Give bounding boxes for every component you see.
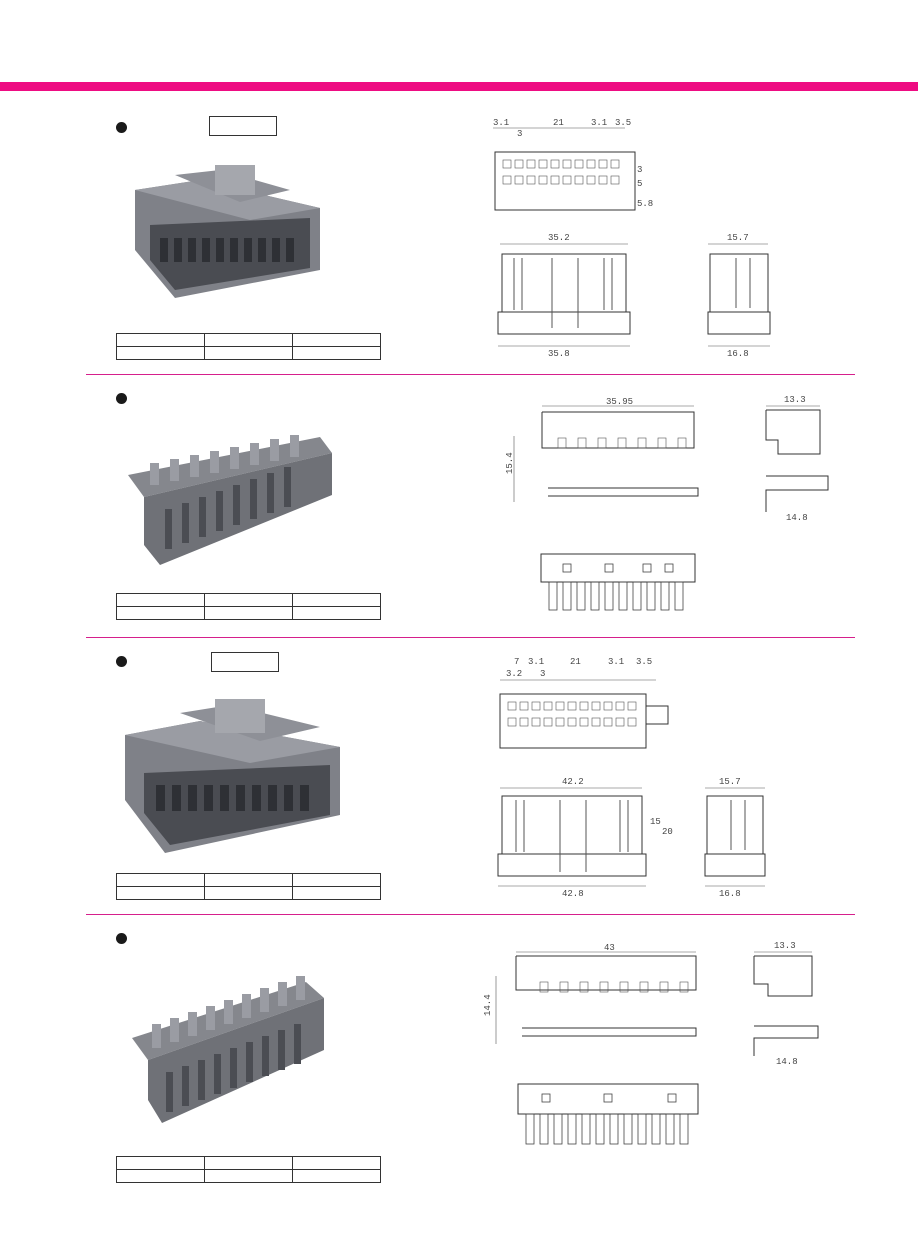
table-cell: [116, 1169, 205, 1183]
dimension-label: 13.3: [774, 941, 796, 951]
table-row: [116, 873, 381, 887]
table-row: [116, 886, 381, 900]
dimension-label: 3.1: [608, 657, 624, 667]
dimension-label: 14.8: [776, 1057, 798, 1066]
bullet-icon: [116, 933, 127, 944]
dimension-label: 3.1: [528, 657, 544, 667]
table-cell: [292, 333, 381, 347]
spec-table: [116, 593, 381, 620]
dimension-label: 3.5: [615, 118, 631, 128]
header-accent-bar: [0, 82, 918, 91]
table-row: [116, 1156, 381, 1170]
table-cell: [204, 593, 293, 607]
bullet-icon: [116, 656, 127, 667]
dimension-label: 14.4: [483, 994, 493, 1016]
table-cell: [116, 606, 205, 620]
table-row: [116, 1169, 381, 1183]
dimension-label: 14.8: [786, 513, 808, 522]
table-cell: [204, 333, 293, 347]
dimension-drawing-front-view: [540, 553, 696, 611]
dimension-drawing-front-view: 35.2 35.8: [497, 233, 631, 359]
dimension-label: 3.2: [506, 669, 522, 679]
table-cell: [292, 873, 381, 887]
dimension-drawing-top-view: 7 3.1 21 3.1 3.5 3.2 3: [499, 657, 669, 749]
spec-table: [116, 1156, 381, 1183]
table-row: [116, 346, 381, 360]
part-label-box: [209, 116, 277, 136]
section-divider: [86, 637, 855, 638]
bullet-icon: [116, 393, 127, 404]
table-cell: [116, 333, 205, 347]
dimension-drawing-side-view: 13.3 14.8: [753, 941, 819, 1066]
table-cell: [292, 346, 381, 360]
dimension-label: 15.4: [505, 452, 515, 474]
table-cell: [116, 886, 205, 900]
section-divider: [86, 914, 855, 915]
dimension-label: 15: [650, 817, 661, 827]
table-cell: [204, 346, 293, 360]
table-row: [116, 333, 381, 347]
spec-table: [116, 333, 381, 360]
table-row: [116, 593, 381, 607]
dimension-label: 21: [570, 657, 581, 667]
connector-housing-photo: [135, 165, 320, 298]
dimension-label: 43: [604, 943, 615, 953]
dimension-label: 5.8: [637, 199, 653, 209]
table-cell: [292, 606, 381, 620]
dimension-label: 20: [662, 827, 673, 837]
part-label-box: [211, 652, 279, 672]
dimension-label: 3: [517, 129, 522, 139]
dimension-label: 3.5: [636, 657, 652, 667]
table-cell: [204, 606, 293, 620]
table-cell: [292, 886, 381, 900]
spec-table: [116, 873, 381, 900]
dimension-label: 16.8: [719, 889, 741, 899]
terminal-retainer-photo: [128, 435, 332, 565]
table-cell: [116, 346, 205, 360]
dimension-drawing-top-view: 3.1 21 3.1 3.5 3 3 5 5.8: [493, 118, 653, 211]
dimension-label: 21: [553, 118, 564, 128]
table-cell: [116, 1156, 205, 1170]
table-cell: [292, 1169, 381, 1183]
dimension-drawing-side-view: 15.7 16.8: [704, 777, 766, 899]
dimension-label: 15.7: [719, 777, 741, 787]
table-cell: [292, 593, 381, 607]
connector-housing-photo: [125, 699, 340, 853]
table-cell: [292, 1156, 381, 1170]
table-cell: [204, 1169, 293, 1183]
table-cell: [204, 1156, 293, 1170]
dimension-drawing-top-view: 35.95 15.4: [505, 397, 699, 502]
terminal-retainer-photo: [132, 976, 324, 1123]
dimension-drawing-top-view: 43 14.4: [483, 943, 697, 1044]
dimension-label: 16.8: [727, 349, 749, 359]
dimension-drawing-front-view: 42.2 15 20 42.8: [497, 777, 673, 899]
dimension-label: 3.1: [493, 118, 509, 128]
dimension-label: 5: [637, 179, 642, 189]
table-cell: [116, 593, 205, 607]
table-cell: [204, 886, 293, 900]
dimension-label: 3: [637, 165, 642, 175]
table-cell: [116, 873, 205, 887]
bullet-icon: [116, 122, 127, 133]
dimension-label: 7: [514, 657, 519, 667]
dimension-label: 35.2: [548, 233, 570, 243]
dimension-drawing-side-view: 15.7 16.8: [707, 233, 771, 359]
dimension-label: 42.8: [562, 889, 584, 899]
table-cell: [204, 873, 293, 887]
section-divider: [86, 374, 855, 375]
dimension-label: 15.7: [727, 233, 749, 243]
dimension-label: 35.8: [548, 349, 570, 359]
dimension-label: 3: [540, 669, 545, 679]
dimension-drawing-front-view: [517, 1083, 699, 1145]
dimension-label: 3.1: [591, 118, 607, 128]
dimension-label: 13.3: [784, 395, 806, 405]
table-row: [116, 606, 381, 620]
dimension-label: 42.2: [562, 777, 584, 787]
dimension-drawing-side-view: 13.3 14.8: [765, 395, 829, 522]
dimension-label: 35.95: [606, 397, 633, 407]
